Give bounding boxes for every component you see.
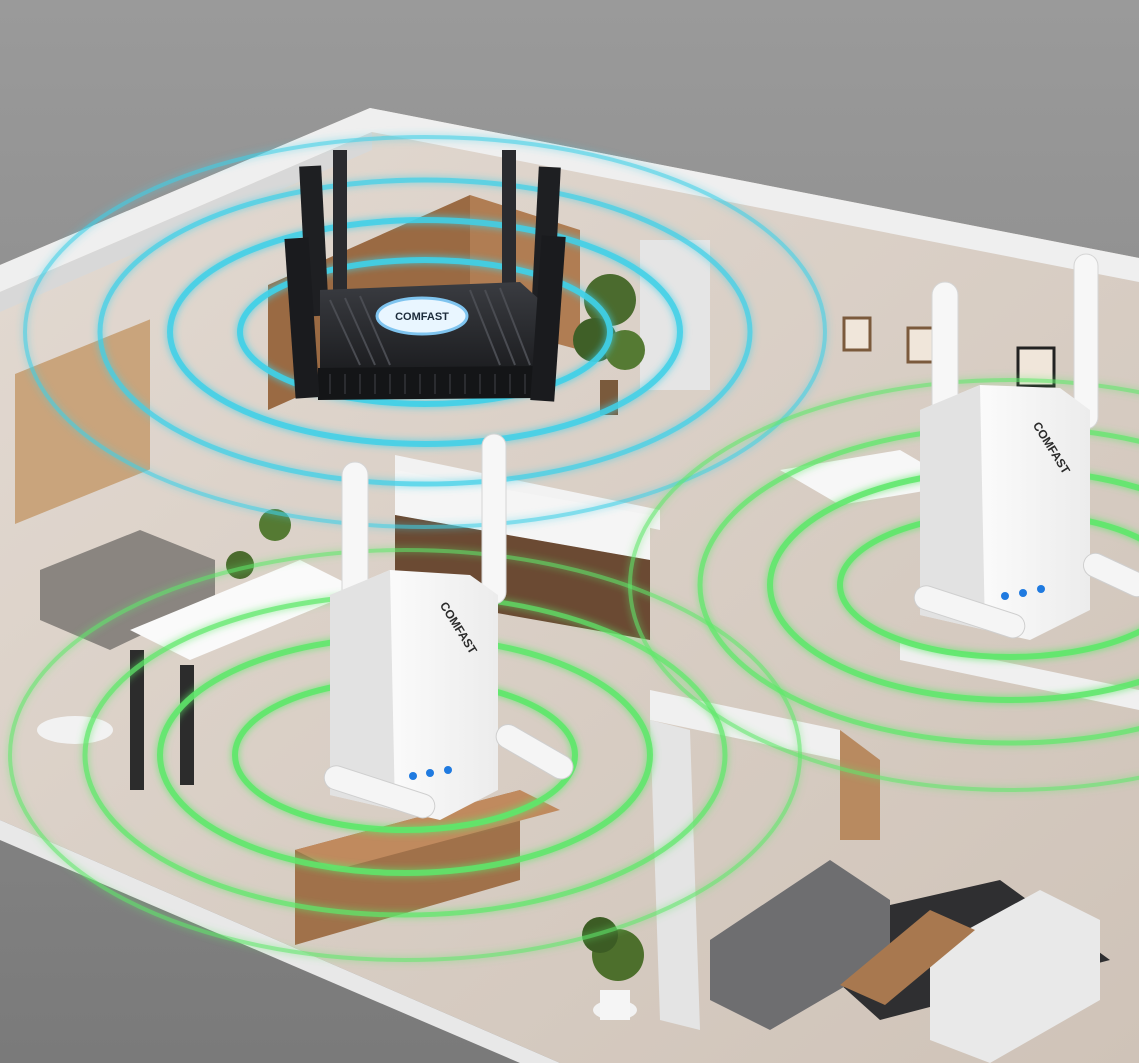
stairs [840, 730, 880, 840]
extender-right-side [920, 385, 985, 630]
extender-right-power-led-icon [1001, 592, 1009, 600]
picture-frame-1 [842, 316, 872, 352]
extender-right-router-led-icon [1019, 589, 1027, 597]
kitchen-island-top [395, 470, 650, 560]
extender-left-side [330, 570, 395, 810]
table-leg-2 [180, 665, 194, 785]
right-dining-table [780, 450, 960, 505]
sofa-white [930, 890, 1100, 1063]
router-signal-rings [23, 135, 827, 529]
router: COMFAST [284, 150, 566, 402]
extender-left-antenna-2 [481, 433, 507, 605]
wall-shelf [15, 319, 150, 524]
router-logo-text: COMFAST [395, 311, 449, 323]
extender-left-wifi-led-icon [444, 766, 452, 774]
extender-left-power-led-icon [409, 772, 417, 780]
extender-left-router-led-icon [426, 769, 434, 777]
sofa-grey [710, 860, 890, 1030]
router-vents [329, 374, 526, 394]
outer-wall-top [0, 108, 1139, 292]
kitchen-island-front [395, 515, 650, 640]
extender-left: COMFAST [323, 433, 574, 820]
extender-left-antenna-3 [323, 765, 436, 819]
front-wall [0, 820, 560, 1063]
interior-wall-3 [650, 720, 700, 1030]
router-logo-badge [375, 296, 469, 336]
side-table [37, 716, 113, 744]
extender-left-antenna-4 [495, 724, 574, 780]
interior-wall-2 [650, 690, 840, 760]
picture-frame-2 [906, 326, 936, 364]
plant-bottom [582, 917, 644, 1020]
router-front [318, 366, 540, 400]
router-antenna-5 [284, 237, 320, 399]
router-antenna-2 [333, 150, 347, 290]
house-floorplan [0, 108, 1139, 1063]
coffee-table [840, 910, 975, 1005]
extender-right: COMFAST [913, 253, 1139, 640]
router-ribs [329, 287, 531, 366]
table-leg [130, 650, 144, 790]
extender-right-antenna-4 [1082, 552, 1139, 598]
outer-wall-side [0, 132, 372, 312]
extender-right-antenna-3 [913, 585, 1026, 639]
router-antenna-3 [502, 150, 516, 290]
router-antenna-6 [530, 235, 566, 402]
extender-right-wifi-led-icon [1037, 585, 1045, 593]
